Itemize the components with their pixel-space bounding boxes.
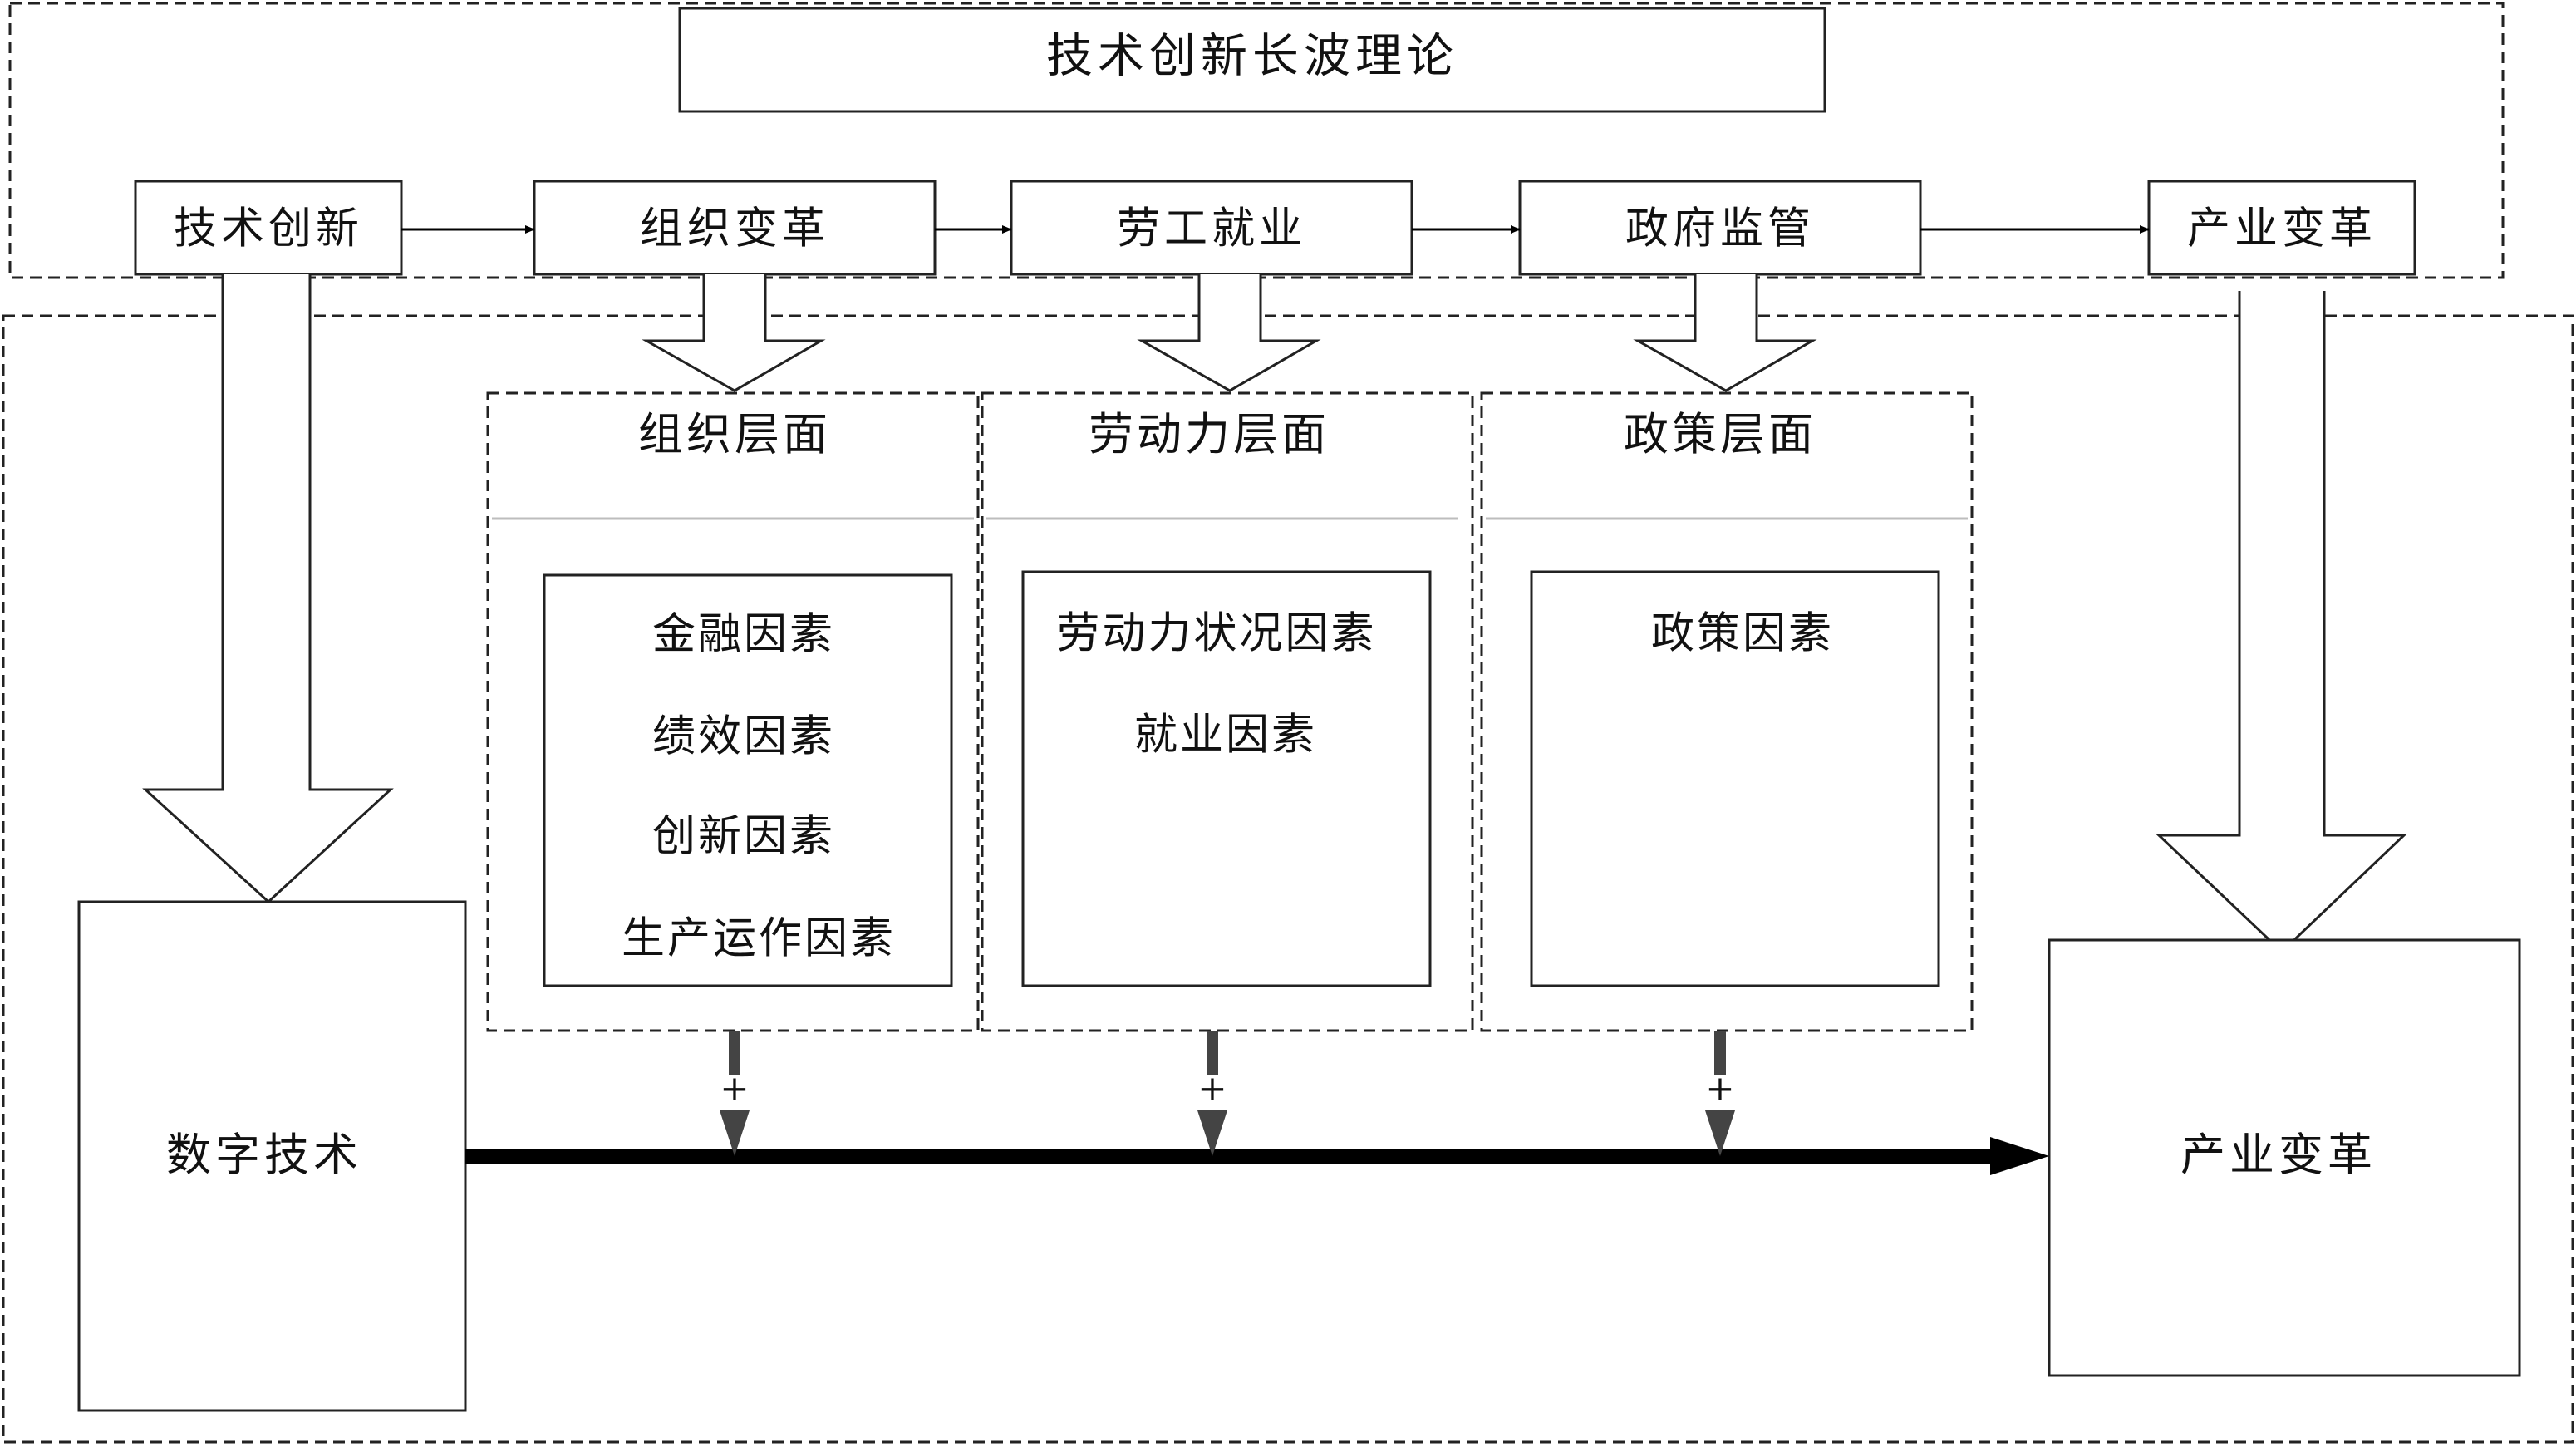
factor-policy-1: 政策因素 bbox=[1651, 609, 1834, 659]
level-labor-title: 劳动力层面 bbox=[1089, 408, 1330, 460]
moderator-policy-sign: + bbox=[1705, 1068, 1734, 1109]
main-arrow-head bbox=[1990, 1137, 2049, 1175]
factor-org-4: 生产运作因素 bbox=[622, 914, 896, 964]
factor-box-org bbox=[543, 573, 953, 987]
theory-title-box bbox=[678, 7, 1826, 113]
moderator-policy: + bbox=[1705, 1031, 1735, 1156]
moderator-labor-sign: + bbox=[1197, 1068, 1227, 1109]
factor-labor-2: 就业因素 bbox=[1134, 711, 1317, 760]
hollow-arrow-tech bbox=[142, 274, 394, 904]
chain-gov-label: 政府监管 bbox=[1625, 204, 1815, 254]
factor-labor-1: 劳动力状况因素 bbox=[1056, 609, 1376, 659]
moderator-labor: + bbox=[1197, 1031, 1227, 1156]
factor-box-labor bbox=[1021, 570, 1432, 987]
level-policy-title: 政策层面 bbox=[1624, 408, 1816, 460]
level-org-panel: 组织层面 金融因素 绩效因素 创新因素 生产运作因素 bbox=[486, 391, 980, 1032]
factor-org-1: 金融因素 bbox=[652, 610, 835, 660]
chain-labor-label: 劳工就业 bbox=[1117, 204, 1306, 254]
chain-industry-label: 产业变革 bbox=[2187, 204, 2377, 254]
industry-change-box: 产业变革 bbox=[2048, 938, 2521, 1377]
hollow-arrow-labor bbox=[1137, 274, 1321, 392]
chain-tech-label: 技术创新 bbox=[174, 204, 363, 254]
hollow-arrow-gov bbox=[1633, 274, 1817, 392]
chain-industry: 产业变革 bbox=[2147, 180, 2416, 276]
chain-tech: 技术创新 bbox=[134, 180, 403, 276]
digital-tech-label: 数字技术 bbox=[166, 1129, 362, 1181]
moderator-org-sign: + bbox=[720, 1068, 749, 1109]
moderator-org: + bbox=[720, 1031, 750, 1156]
theory-title: 技术创新长波理论 bbox=[1046, 30, 1458, 84]
factor-box-policy bbox=[1530, 570, 1940, 987]
industry-change-label: 产业变革 bbox=[2180, 1129, 2377, 1181]
chain-gov: 政府监管 bbox=[1518, 180, 1922, 276]
main-arrow-shaft bbox=[465, 1149, 1994, 1164]
factor-org-2: 绩效因素 bbox=[652, 712, 835, 762]
digital-tech-box: 数字技术 bbox=[77, 900, 467, 1412]
hollow-arrow-industry bbox=[2156, 291, 2407, 954]
level-org-title: 组织层面 bbox=[638, 408, 831, 460]
chain-org: 组织变革 bbox=[533, 180, 937, 276]
factor-org-3: 创新因素 bbox=[652, 812, 835, 862]
mechanism-region bbox=[2, 314, 2574, 1444]
hollow-arrow-org bbox=[642, 274, 826, 392]
level-labor-panel: 劳动力层面 劳动力状况因素 就业因素 bbox=[981, 391, 1474, 1032]
level-policy-panel: 政策层面 政策因素 bbox=[1480, 391, 1974, 1032]
chain-labor: 劳工就业 bbox=[1010, 180, 1413, 276]
chain-org-label: 组织变革 bbox=[640, 204, 829, 254]
